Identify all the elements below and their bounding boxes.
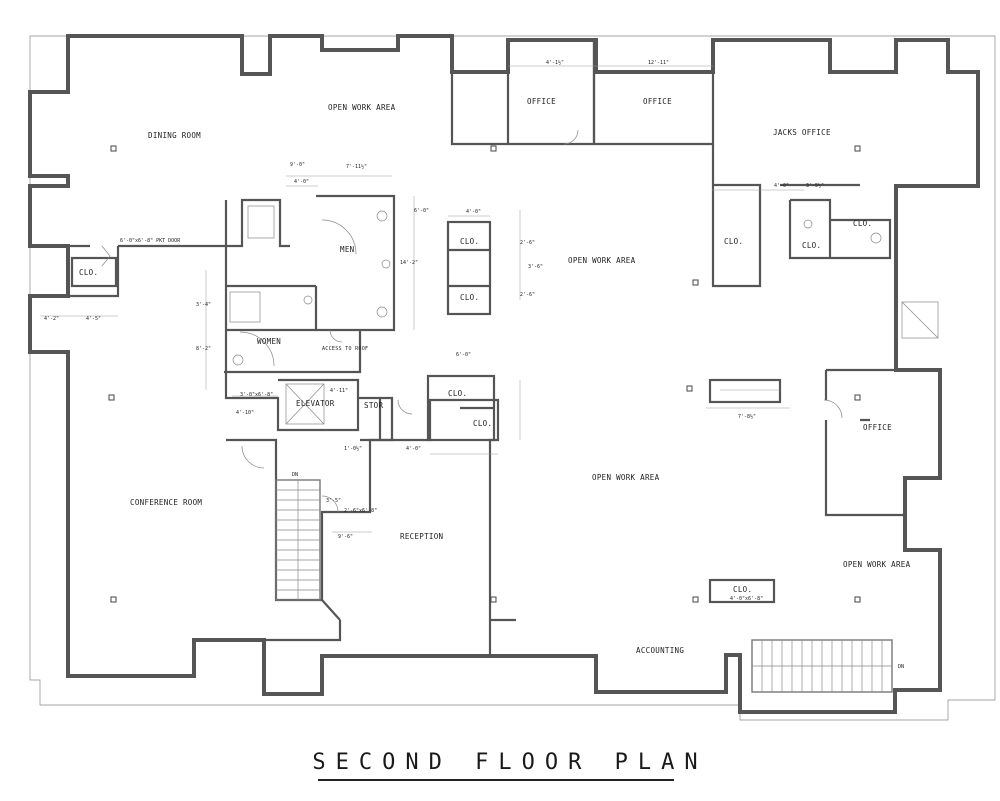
label-open-work-area-lower: OPEN WORK AREA xyxy=(592,473,660,482)
core-walls xyxy=(224,194,396,442)
label-office-2: OFFICE xyxy=(643,97,672,106)
right-office-walls xyxy=(824,368,905,517)
label-accounting: ACCOUNTING xyxy=(636,646,684,655)
stair-right xyxy=(751,639,893,693)
dim-4-0-b: 4'-0" xyxy=(466,209,481,215)
title-underline xyxy=(318,779,674,781)
fixtures xyxy=(229,205,882,425)
dim-2-6-a: 2'-6" xyxy=(520,240,535,246)
label-stor: STOR xyxy=(364,401,383,410)
stair-left xyxy=(275,479,321,601)
label-reception: RECEPTION xyxy=(400,532,443,541)
office-walls xyxy=(450,40,715,146)
label-dining-room: DINING ROOM xyxy=(148,131,201,140)
label-clo-jacks-1: CLO. xyxy=(724,237,743,246)
dim-door-3-0: 3'-0"x6'-8" xyxy=(240,392,273,398)
label-jacks-office: JACKS OFFICE xyxy=(773,128,831,137)
label-office-right: OFFICE xyxy=(863,423,892,432)
dim-3-5: 3'-5" xyxy=(326,498,341,504)
dim-office-width: 4'-1½" xyxy=(546,59,564,66)
dim-pkt-door: 6'-0"x6'-8" PKT DOOR xyxy=(120,238,181,244)
label-clo-bottom: CLO. xyxy=(733,585,752,594)
skylight xyxy=(901,301,939,339)
label-clo-jacks-2: CLO. xyxy=(802,241,821,250)
dim-2-6-b: 2'-6" xyxy=(520,292,535,298)
dim-3-5-b: 3'-5½" xyxy=(806,182,824,189)
dim-4-5: 4'-5" xyxy=(86,316,101,322)
label-elevator: ELEVATOR xyxy=(296,399,335,408)
label-open-work-area-center: OPEN WORK AREA xyxy=(568,256,636,265)
dim-door-2-6: 2'-6"x6'-8" xyxy=(344,508,377,514)
label-men: MEN xyxy=(340,245,354,254)
door-swings xyxy=(101,129,843,513)
reception-walls xyxy=(226,398,516,656)
dim-14-2: 14'-2" xyxy=(400,260,418,266)
dim-4-11: 4'-11" xyxy=(330,388,348,394)
label-clo-mid-a: CLO. xyxy=(448,389,467,398)
label-clo-jacks-3: CLO. xyxy=(853,219,872,228)
dim-1-0: 1'-0½" xyxy=(344,445,362,452)
label-open-work-area-top: OPEN WORK AREA xyxy=(328,103,396,112)
dim-6-0-b: 6'-0" xyxy=(456,352,471,358)
label-office-1: OFFICE xyxy=(527,97,556,106)
dim-8-2: 8'-2" xyxy=(196,346,211,352)
label-open-work-area-right: OPEN WORK AREA xyxy=(843,560,911,569)
dim-dn-1: DN xyxy=(292,472,298,478)
dim-dn-2: DN xyxy=(898,664,904,670)
dim-9-0: 9'-0" xyxy=(290,162,305,168)
dining-room-walls xyxy=(68,198,290,298)
columns xyxy=(108,145,861,603)
dimension-lines xyxy=(40,65,804,533)
dim-4-0-a: 4'-0" xyxy=(294,179,309,185)
dim-3-4: 3'-4" xyxy=(196,302,211,308)
dim-4-0-c: 4'-0" xyxy=(406,446,421,452)
dim-4-0-d: 4'-0" xyxy=(774,183,789,189)
dim-4-10: 4'-10" xyxy=(236,410,254,416)
jacks-office-walls xyxy=(711,144,892,288)
dim-3-6: 3'-6" xyxy=(528,264,543,270)
closets xyxy=(70,220,782,604)
dim-4-2: 4'-2" xyxy=(44,316,59,322)
label-clo-mid-b: CLO. xyxy=(473,419,492,428)
drawing-title: SECOND FLOOR PLAN xyxy=(312,750,708,775)
label-clo-center-bottom: CLO. xyxy=(460,293,479,302)
label-clo-center-top: CLO. xyxy=(460,237,479,246)
dim-7-8: 7'-8½" xyxy=(738,413,756,420)
label-access-to-roof: ACCESS TO ROOF xyxy=(322,346,368,352)
dim-7-11: 7'-11½" xyxy=(346,163,367,170)
label-clo-left: CLO. xyxy=(79,268,98,277)
dim-9-6: 9'-6" xyxy=(338,534,353,540)
outer-outline xyxy=(29,35,996,721)
dim-office2-width: 12'-11" xyxy=(648,60,669,66)
dim-6-0: 6'-0" xyxy=(414,208,429,214)
label-conference-room: CONFERENCE ROOM xyxy=(130,498,202,507)
dim-door-4-0: 4'-0"x6'-8" xyxy=(730,596,763,602)
label-women: WOMEN xyxy=(257,337,281,346)
